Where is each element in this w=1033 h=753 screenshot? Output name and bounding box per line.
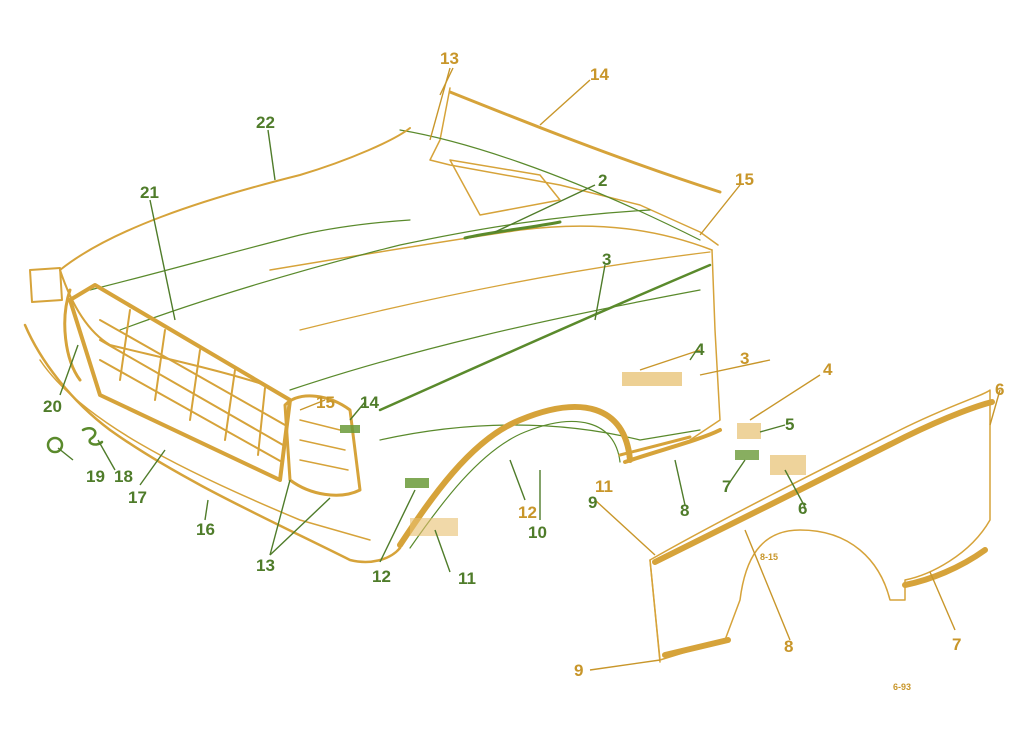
parking-lamp — [29, 267, 63, 303]
fastener-19 — [46, 436, 64, 454]
callout-21: 21 — [140, 183, 159, 202]
callout-8-right: 8 — [784, 637, 793, 656]
emblem-3-detached — [618, 435, 692, 457]
fender-upper-line — [299, 251, 711, 331]
headlamp-bezel-left — [63, 288, 82, 382]
callout-4-mid: 4 — [695, 340, 705, 359]
callout-17: 17 — [128, 488, 147, 507]
windshield-edge — [429, 87, 719, 246]
callout-15-mid: 15 — [316, 393, 335, 412]
callout-3-right: 3 — [740, 349, 749, 368]
callout-3-hood: 3 — [602, 250, 611, 269]
hood-scoop — [449, 159, 561, 216]
side-marker-lamp — [410, 518, 458, 536]
lamp-6-detached — [770, 455, 806, 475]
hood-front-line — [89, 219, 411, 291]
callout-8-mid: 8 — [680, 501, 689, 520]
cowl-line — [399, 129, 701, 241]
callout-9-right: 9 — [574, 661, 583, 680]
callout-7-right: 7 — [952, 635, 961, 654]
fender-side-line — [289, 289, 701, 391]
hood-ornament-strip — [463, 220, 562, 240]
vehicle-front-end — [23, 87, 722, 564]
callout-9-mid: 9 — [588, 493, 597, 512]
callout-5: 5 — [785, 415, 794, 434]
windshield-reveal-molding — [448, 90, 722, 194]
panel-code: 8-15 — [760, 552, 778, 562]
headlamp-bezel-right — [283, 394, 362, 497]
wheel-opening-inner — [409, 420, 621, 549]
callout-22: 22 — [256, 113, 275, 132]
callout-4-top: 4 — [823, 360, 833, 379]
fender-panel-outline — [649, 389, 991, 661]
callout-16: 16 — [196, 520, 215, 539]
callout-10: 10 — [528, 523, 547, 542]
callout-14-top: 14 — [590, 65, 609, 84]
callout-6-mid: 6 — [798, 499, 807, 518]
callout-leaders — [57, 67, 1001, 671]
figure-code: 6-93 — [893, 682, 911, 692]
fender-rocker-molding-detached — [902, 547, 988, 588]
fender-top-molding — [378, 263, 712, 412]
callout-13-top: 13 — [440, 49, 459, 68]
callout-11-bottom: 11 — [458, 569, 476, 588]
rocker-molding — [623, 428, 722, 464]
bumper-lower — [39, 359, 371, 541]
clip-14 — [340, 425, 360, 433]
hood-center-crease — [119, 209, 651, 331]
callout-15: 15 — [735, 170, 754, 189]
hood-outline — [59, 127, 411, 386]
wheel-opening-molding — [397, 404, 633, 548]
callout-7-mid: 7 — [722, 477, 731, 496]
callout-2: 2 — [598, 171, 607, 190]
callout-labels: 13 14 22 21 2 15 3 20 19 18 17 16 13 12 … — [43, 49, 1004, 692]
fender-top-molding-detached — [652, 399, 995, 565]
clip-7-detached — [735, 450, 759, 460]
callout-11-mid: 11 — [595, 477, 613, 496]
clip-5-detached — [737, 423, 761, 439]
callout-19: 19 — [86, 467, 105, 486]
fender-rear-edge — [689, 249, 721, 441]
callout-14-mid: 14 — [360, 393, 379, 412]
detached-fender — [618, 389, 995, 663]
fender-nameplate — [622, 372, 682, 386]
fender-front-edge — [649, 559, 661, 663]
bracket-12 — [405, 478, 429, 488]
front-bumper — [23, 323, 402, 564]
callout-6-right: 6 — [995, 380, 1004, 399]
callout-12-mid: 12 — [518, 503, 537, 522]
fastener-18 — [81, 427, 104, 446]
callout-12-bottom: 12 — [372, 567, 391, 586]
callout-13-bottom: 13 — [256, 556, 275, 575]
callout-20: 20 — [43, 397, 62, 416]
callout-18: 18 — [114, 467, 133, 486]
fender-lower-molding-detached — [662, 637, 731, 658]
grille — [68, 283, 292, 482]
